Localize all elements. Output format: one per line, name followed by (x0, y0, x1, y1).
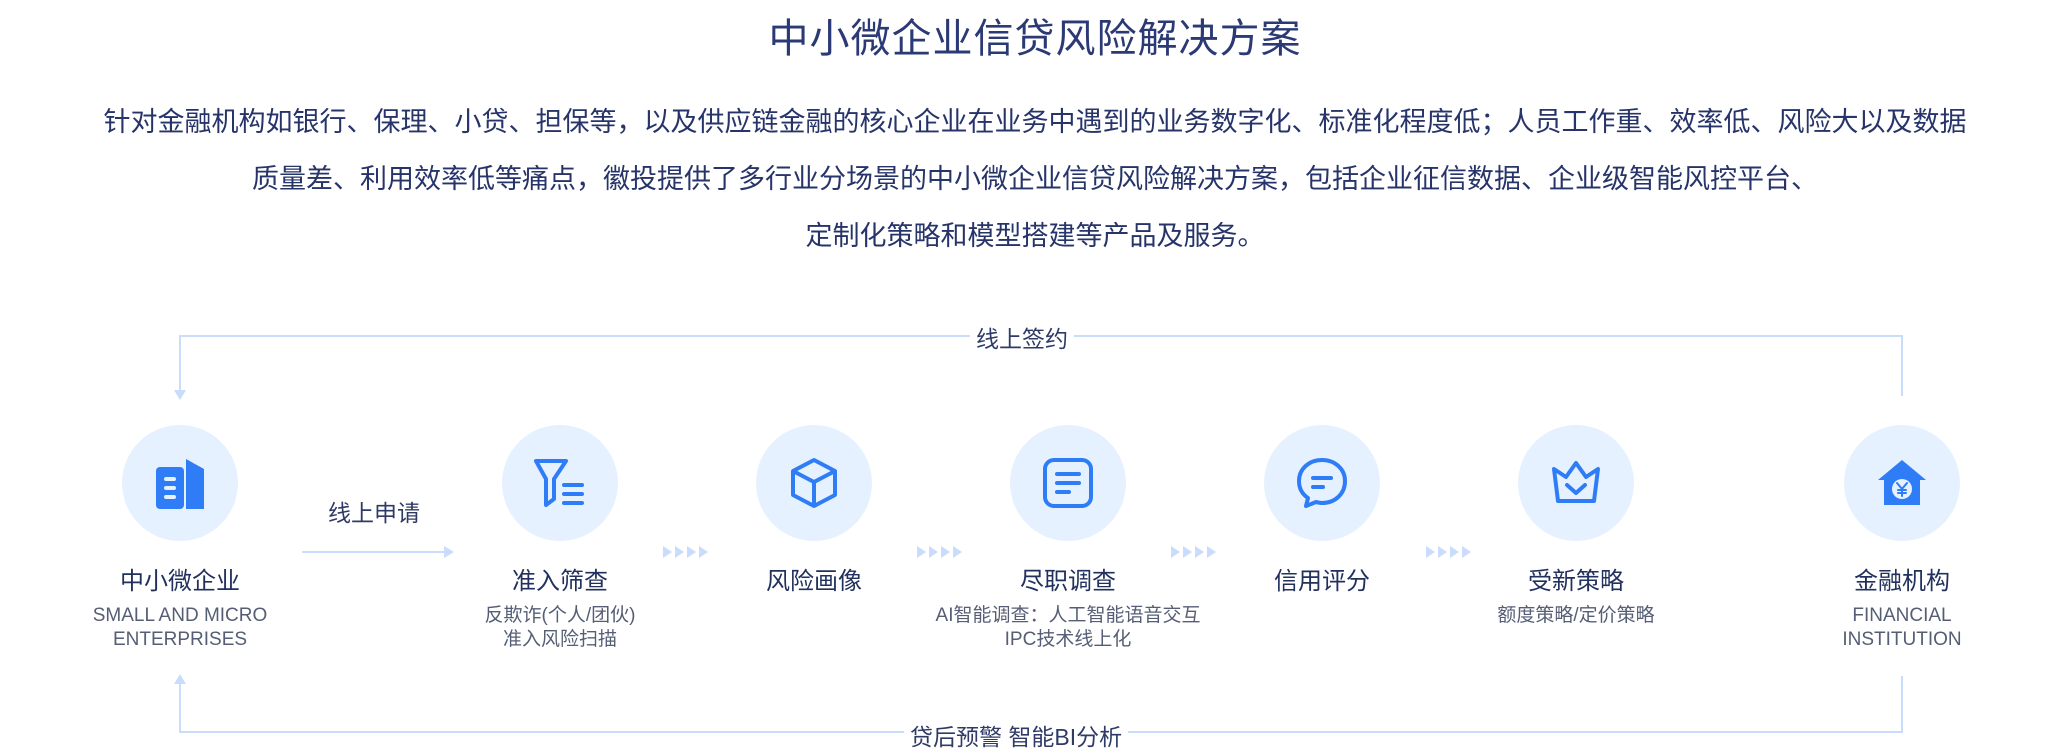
node-subtitle-line: FINANCIAL (1852, 605, 1952, 626)
node-subtitle: SMALL AND MICRO ENTERPRISES (93, 604, 268, 652)
cube-icon (791, 458, 837, 508)
node-icon-circle (1264, 425, 1380, 541)
node-strategy: 受新策略 额度策略/定价策略 (1461, 425, 1691, 628)
flow-label-online-sign: 线上签约 (970, 320, 1074, 354)
node-subtitle-line: INSTITUTION (1842, 629, 1962, 650)
node-title: 信用评分 (1274, 568, 1370, 595)
node-subtitle-line: 准入风险扫描 (502, 629, 617, 650)
node-icon-circle (122, 425, 238, 541)
node-financial-institution: 金融机构 FINANCIAL INSTITUTION (1787, 425, 2017, 652)
node-title: 中小微企业 (120, 568, 240, 595)
node-screening: 准入筛查 反欺诈(个人/团伙) 准入风险扫描 (445, 425, 675, 652)
step-separator (663, 546, 708, 558)
node-icon-circle (1844, 425, 1960, 541)
description-line-2: 质量差、利用效率低等痛点，徽投提供了多行业分场景的中小微企业信贷风险解决方案，包… (252, 164, 1818, 194)
step-separator (917, 546, 962, 558)
node-icon-circle (756, 425, 872, 541)
bottom-loop-arrowhead (174, 674, 186, 684)
node-subtitle: 反欺诈(个人/团伙) 准入风险扫描 (485, 604, 636, 652)
flow-label-post-loan: 贷后预警 智能BI分析 (904, 718, 1129, 752)
step-separator (1426, 546, 1471, 558)
description-line-3: 定制化策略和模型搭建等产品及服务。 (805, 221, 1265, 251)
top-loop-arrowhead (174, 390, 186, 400)
node-subtitle-line: 反欺诈(个人/团伙) (484, 605, 636, 626)
page-title: 中小微企业信贷风险解决方案 (768, 17, 1302, 61)
chat-icon (1297, 458, 1347, 508)
node-icon-circle (1010, 425, 1126, 541)
node-subtitle-line: ENTERPRISES (112, 629, 248, 650)
node-icon-circle (502, 425, 618, 541)
node-subtitle-line: 额度策略/定价策略 (1497, 605, 1655, 626)
node-subtitle: AI智能调查：人工智能语音交互 IPC技术线上化 (936, 604, 1201, 652)
document-icon (1043, 458, 1093, 508)
node-subtitle-line: SMALL AND MICRO (92, 605, 268, 626)
node-subtitle-line: IPC技术线上化 (1004, 629, 1132, 650)
bank-home-icon (1878, 460, 1926, 505)
flow-label-online-apply: 线上申请 (322, 494, 426, 528)
node-title: 风险画像 (766, 568, 862, 595)
node-due-diligence: 尽职调查 AI智能调查：人工智能语音交互 IPC技术线上化 (936, 425, 1200, 652)
description: 针对金融机构如银行、保理、小贷、担保等，以及供应链金融的核心企业在业务中遇到的业… (0, 94, 2070, 265)
node-subtitle-line: AI智能调查：人工智能语音交互 (935, 605, 1201, 626)
crown-icon (1552, 461, 1600, 503)
node-credit-score: 信用评分 (1207, 425, 1437, 596)
filter-icon (534, 459, 584, 507)
node-title: 受新策略 (1528, 568, 1624, 595)
node-enterprise: 中小微企业 SMALL AND MICRO ENTERPRISES (65, 425, 295, 652)
node-subtitle: FINANCIAL INSTITUTION (1842, 604, 1961, 652)
building-icon (156, 459, 204, 509)
node-title: 准入筛查 (512, 568, 608, 595)
node-risk-profile: 风险画像 (699, 425, 929, 596)
node-title: 金融机构 (1854, 568, 1950, 595)
apply-arrowhead (444, 546, 454, 558)
node-subtitle: 额度策略/定价策略 (1497, 604, 1654, 628)
node-icon-circle (1518, 425, 1634, 541)
node-title: 尽职调查 (1020, 568, 1116, 595)
description-line-1: 针对金融机构如银行、保理、小贷、担保等，以及供应链金融的核心企业在业务中遇到的业… (103, 107, 1967, 137)
step-separator (1171, 546, 1216, 558)
